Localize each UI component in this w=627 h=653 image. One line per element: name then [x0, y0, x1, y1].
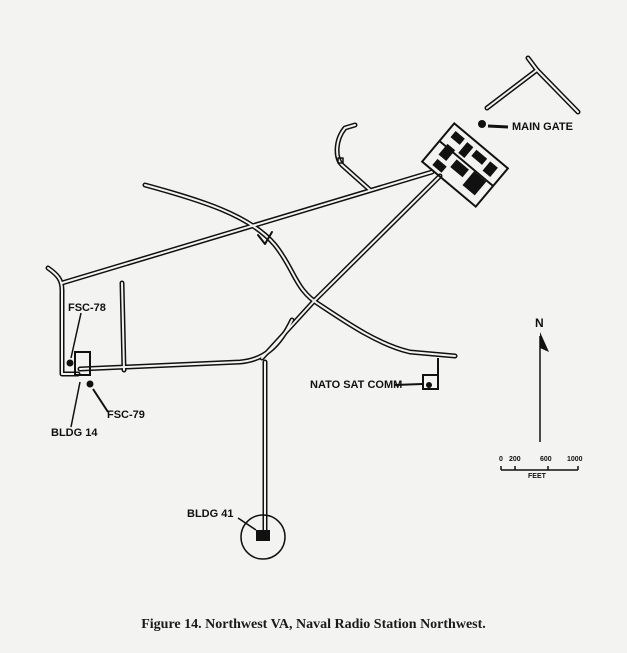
scale-tick-200: 200	[509, 456, 521, 463]
label-fsc-79: FSC-79	[107, 409, 145, 421]
scale-bar	[500, 466, 579, 471]
fsc79-arrow	[92, 388, 109, 413]
main-gate-marker	[478, 120, 486, 128]
main-gate-arrow	[487, 124, 509, 129]
label-nato-sat-comm: NATO SAT COMM	[310, 379, 403, 391]
fsc79-marker	[86, 380, 94, 388]
north-arrow	[539, 332, 549, 442]
label-bldg-14: BLDG 14	[51, 427, 98, 439]
label-fsc-78: FSC-78	[68, 302, 106, 314]
bldg-14	[74, 351, 91, 376]
scale-tick-600: 600	[540, 456, 552, 463]
scale-unit: FEET	[528, 473, 546, 480]
label-main-gate: MAIN GATE	[512, 121, 573, 133]
roads	[45, 55, 581, 533]
fsc78-marker	[66, 359, 74, 367]
main-base-complex	[420, 121, 510, 209]
scale-tick-0: 0	[499, 456, 503, 463]
fsc78-arrow	[70, 312, 82, 359]
north-label: N	[535, 316, 544, 330]
scale-tick-1000: 1000	[567, 456, 583, 463]
bldg14-arrow	[70, 381, 81, 428]
figure-caption: Figure 14. Northwest VA, Naval Radio Sta…	[141, 617, 486, 632]
nato-sat-comm-site	[394, 358, 439, 390]
label-bldg-41: BLDG 41	[187, 508, 234, 520]
bldg-41-site	[237, 514, 286, 560]
